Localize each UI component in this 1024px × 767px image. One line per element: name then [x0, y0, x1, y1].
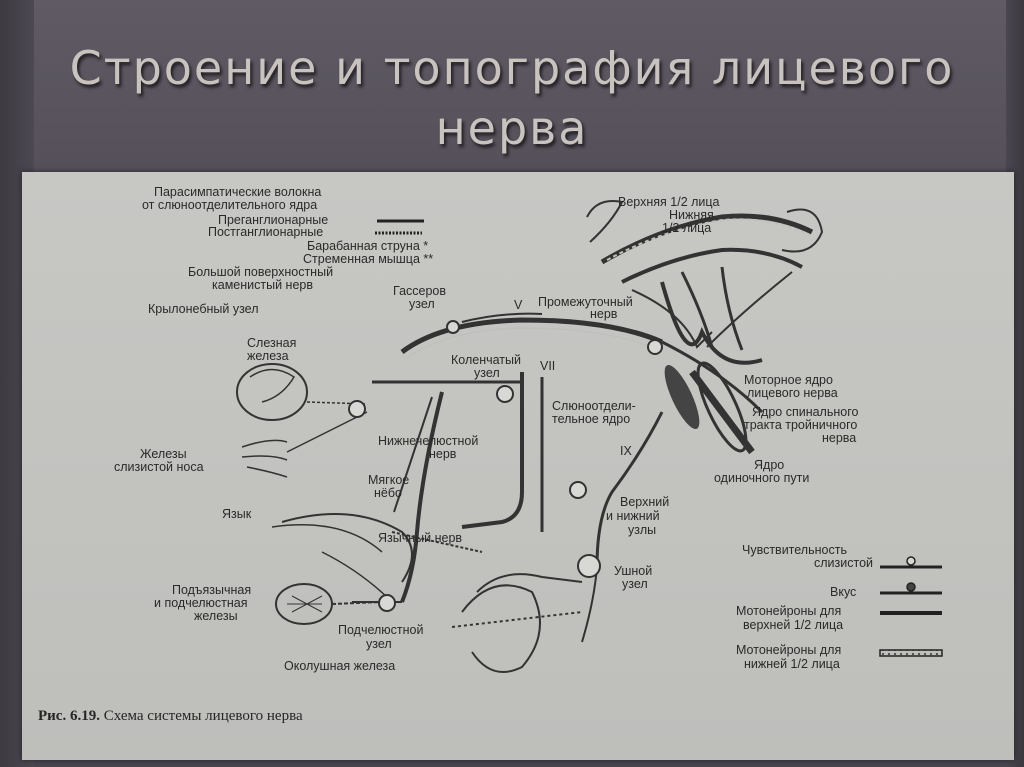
top-legend: Парасимпатические волокна от слюноотдели…	[142, 185, 433, 292]
label-nasal-1: Железы	[140, 447, 187, 461]
label-submandibular-2: узел	[366, 637, 392, 651]
upper-lower-ganglia	[569, 481, 587, 499]
ganglia	[348, 320, 663, 612]
label-tongue: Язык	[222, 507, 252, 521]
geniculate-ganglion	[496, 385, 514, 403]
gasserian-ganglion	[446, 320, 460, 334]
label-gasserian-2: узел	[409, 297, 435, 311]
legend-preganglionic: Преганглионарные	[218, 213, 328, 227]
label-upper-lower-1: Верхний	[620, 495, 669, 509]
pterygopalatine-ganglion	[348, 400, 366, 418]
legend-postganglionic: Постганглионарные	[208, 225, 323, 239]
nerve-pathways	[236, 200, 824, 673]
label-lower-face-2: 1/2 лица	[662, 221, 711, 235]
legend-mucosa-1: Чувствительность	[742, 543, 847, 557]
legend-mucosa-marker	[906, 556, 916, 566]
legend-taste: Вкус	[830, 585, 856, 599]
label-spinal-1: Ядро спинального	[752, 405, 858, 419]
legend-upper-motor-1: Мотонейроны для	[736, 604, 841, 618]
diagram-labels: Крылонебный узел Гассеров узел V Промежу…	[114, 195, 858, 673]
label-soft-palate-1: Мягкое	[368, 473, 409, 487]
legend-parasympathetic-2: от слюноотделительного ядра	[142, 198, 317, 212]
label-mandibular-2: нерв	[429, 447, 457, 461]
label-salivatory-1: Слюноотдели-	[552, 399, 636, 413]
label-intermediate-1: Промежуточный	[538, 295, 633, 309]
legend-upper-motor-2: верхней 1/2 лица	[743, 618, 843, 632]
label-otic-1: Ушной	[614, 564, 652, 578]
legend-taste-marker	[906, 582, 916, 592]
label-otic-2: узел	[622, 577, 648, 591]
label-lower-face-1: Нижняя	[669, 208, 714, 222]
legend-lower-motor-line	[879, 649, 943, 657]
label-solitary-2: одиночного пути	[714, 471, 809, 485]
label-geniculate-2: узел	[474, 366, 500, 380]
figure-caption-text: Схема системы лицевого нерва	[100, 708, 303, 724]
label-mandibular-1: Нижнечелюстной	[378, 434, 478, 448]
label-lacrimal-1: Слезная	[247, 336, 296, 350]
figure-caption-number: Рис. 6.19.	[38, 708, 100, 724]
legend-lower-motor-2: нижней 1/2 лица	[744, 657, 840, 671]
legend-chorda-tympani: Барабанная струна *	[307, 239, 428, 253]
label-motor-nucleus-1: Моторное ядро	[744, 373, 833, 387]
label-vii: VII	[540, 359, 555, 373]
label-upper-lower-2: и нижний	[606, 509, 660, 523]
label-upper-face: Верхняя 1/2 лица	[618, 195, 720, 209]
slide-title: Строение и топография лицевого нерва	[69, 41, 955, 155]
brainstem-junction	[647, 339, 663, 355]
label-geniculate-1: Коленчатый	[451, 353, 521, 367]
legend-greater-petrosal-2: каменистый нерв	[212, 278, 313, 292]
label-submandibular-1: Подчелюстной	[338, 623, 424, 637]
label-pterygopalatine: Крылонебный узел	[148, 302, 259, 316]
label-solitary-1: Ядро	[754, 458, 784, 472]
diagram-photo: Парасимпатические волокна от слюноотдели…	[22, 172, 1014, 760]
label-spinal-2: тракта тройничного	[744, 418, 857, 432]
label-lingual: Язычный нерв	[378, 531, 462, 545]
legend-mucosa-2: слизистой	[814, 556, 873, 570]
label-spinal-3: нерва	[822, 431, 856, 445]
label-sublingual-1: Подъязычная	[172, 583, 251, 597]
facial-nerve-diagram: Парасимпатические волокна от слюноотдели…	[38, 185, 943, 724]
label-parotid: Околушная железа	[284, 659, 395, 673]
submandibular-ganglion	[378, 594, 396, 612]
otic-ganglion	[577, 554, 601, 578]
label-soft-palate-2: нёбо	[374, 486, 402, 500]
legend-parasympathetic-1: Парасимпатические волокна	[154, 185, 321, 199]
label-salivatory-2: тельное ядро	[552, 412, 630, 426]
figure-caption: Рис. 6.19. Схема системы лицевого нерва	[38, 708, 303, 724]
label-intermediate-2: нерв	[590, 307, 618, 321]
label-gasserian-1: Гассеров	[393, 284, 446, 298]
label-sublingual-3: железы	[194, 609, 238, 623]
label-motor-nucleus-2: лицевого нерва	[747, 386, 838, 400]
legend-stapedius: Стременная мышца **	[303, 252, 433, 266]
label-ix: IX	[620, 444, 632, 458]
label-lacrimal-2: железа	[247, 349, 289, 363]
label-v: V	[514, 298, 523, 312]
label-sublingual-2: и подчелюстная	[154, 596, 248, 610]
label-nasal-2: слизистой носа	[114, 460, 204, 474]
right-legend: Чувствительность слизистой Вкус Мотонейр…	[736, 543, 943, 671]
legend-lower-motor-1: Мотонейроны для	[736, 643, 841, 657]
legend-greater-petrosal-1: Большой поверхностный	[188, 265, 333, 279]
label-upper-lower-3: узлы	[628, 523, 656, 537]
